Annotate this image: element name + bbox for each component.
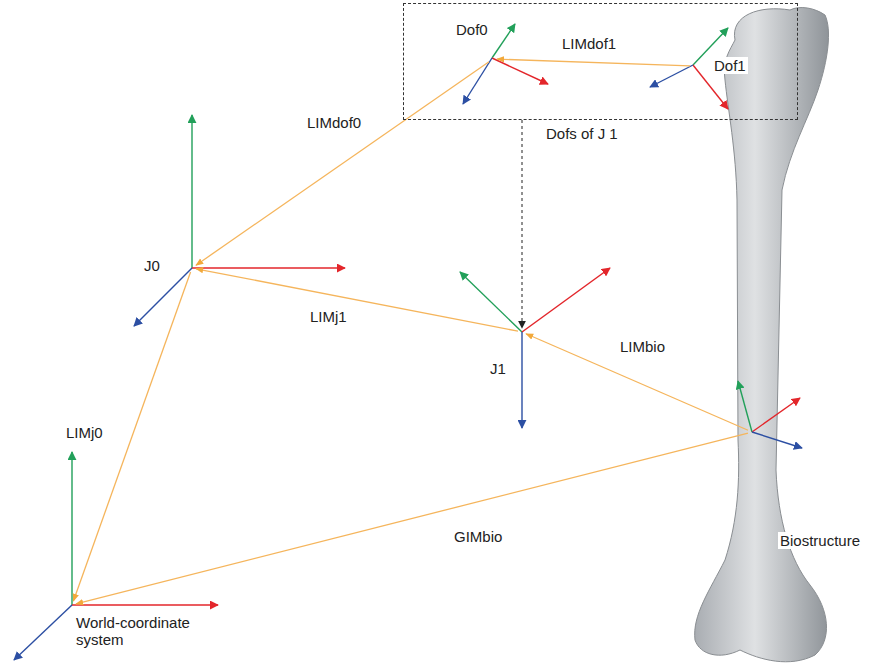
frame-label: World-coordinate system [74, 614, 210, 649]
group-heading: Dofs of J 1 [544, 125, 620, 142]
frame-origin: J1 [518, 328, 526, 336]
matrix-label: GIMbio [452, 528, 504, 545]
frame-origin: Dof1 [690, 62, 698, 70]
frame-label: J1 [488, 360, 508, 377]
matrix-label: LIMj1 [308, 308, 349, 325]
transform-arrow [196, 269, 518, 331]
transform-arrow [526, 334, 748, 431]
frame-origin: World-coordinate system [68, 601, 76, 609]
frame-label: Dof0 [454, 21, 490, 38]
femur-bone [695, 8, 829, 662]
matrix-label: LIMdof1 [560, 35, 618, 52]
frame-origin: Biostructure [748, 428, 756, 436]
frame-origin: Dof0 [489, 55, 497, 63]
transform-arrow [497, 59, 690, 66]
dashed-arrow [522, 120, 523, 328]
frame-origin: J0 [188, 264, 196, 272]
matrix-label: LIMdof0 [305, 114, 363, 131]
frame-label: J0 [142, 257, 162, 274]
transform-arrow [76, 433, 748, 604]
frame-label: Dof1 [712, 57, 748, 74]
transform-arrow [196, 62, 489, 265]
frame-label: Biostructure [778, 532, 862, 549]
matrix-label: LIMbio [618, 338, 667, 355]
matrix-label: LIMj0 [64, 424, 105, 441]
dof-group-box: Dofs of J 1Dof0Dof1 [403, 3, 798, 120]
